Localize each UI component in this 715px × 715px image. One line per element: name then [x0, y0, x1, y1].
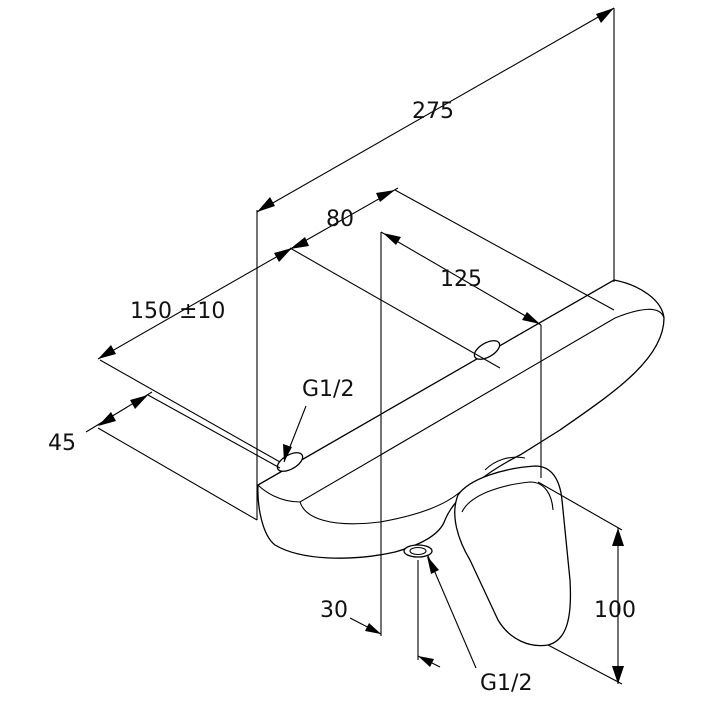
- mixer-body-lower-contour: [299, 491, 461, 525]
- dim-line-275: [256, 7, 615, 213]
- leader-g12-bottom-arrow: [427, 556, 439, 574]
- dim-arrow-275-right: [596, 8, 614, 23]
- ext-line-45-upper: [147, 394, 281, 469]
- dim-arrow-100-top: [612, 528, 624, 546]
- connection-stubs: [276, 340, 501, 558]
- mixer-body: [257, 279, 665, 559]
- dimension-lines: [85, 7, 624, 684]
- label-100: 100: [594, 598, 636, 623]
- dim-arrow-30-right: [418, 656, 434, 667]
- mixer-body-front-edge: [257, 308, 665, 503]
- label-150: 150 ±10: [130, 299, 225, 324]
- dim-arrow-80-right: [376, 190, 395, 202]
- dim-arrow-275-left: [257, 197, 275, 212]
- leader-g12-bottom: [427, 555, 477, 669]
- label-80: 80: [326, 207, 354, 232]
- bottom-outlet: [403, 544, 433, 558]
- dim-arrow-30-left: [365, 623, 381, 634]
- dim-line-125: [380, 231, 542, 326]
- ext-line-100-bottom: [547, 644, 623, 685]
- lever-handle: [454, 456, 572, 647]
- leader-g12-top-arrow: [283, 444, 292, 462]
- lever-stem: [484, 456, 526, 471]
- lever-handle-inner: [461, 481, 554, 513]
- mixer-body-top-edge: [257, 279, 665, 559]
- ext-line-45-diagonal: [99, 359, 281, 463]
- dim-line-150: [97, 247, 293, 360]
- dim-arrow-150-right: [274, 248, 292, 262]
- label-30: 30: [320, 598, 348, 623]
- bottom-outlet-inner: [409, 546, 427, 556]
- ext-line-100-top: [537, 481, 623, 531]
- label-g12-bottom: G1/2: [480, 671, 532, 696]
- lever-handle-outline: [454, 465, 572, 647]
- extension-lines: [97, 8, 623, 685]
- label-275: 275: [412, 99, 454, 124]
- dim-arrow-125-left: [383, 233, 401, 245]
- ext-line-80-diagonal: [394, 189, 615, 311]
- dim-arrow-45-left: [98, 412, 116, 426]
- label-125: 125: [440, 267, 482, 292]
- dim-arrow-45-right: [130, 395, 148, 409]
- dim-arrow-100-bottom: [612, 666, 624, 684]
- ext-line-45-lower: [97, 427, 258, 521]
- ext-line-150-diagonal: [289, 247, 501, 369]
- dim-arrow-150-left: [98, 345, 116, 359]
- dim-arrow-80-left: [290, 237, 309, 249]
- label-45: 45: [48, 431, 76, 456]
- label-g12-top: G1/2: [302, 377, 354, 402]
- right-connection-stub: [473, 340, 501, 360]
- dim-arrow-125-right: [522, 312, 540, 324]
- dimension-labels: 275 80 125 150 ±10 45 30 100 G1/2 G1/2: [48, 99, 636, 696]
